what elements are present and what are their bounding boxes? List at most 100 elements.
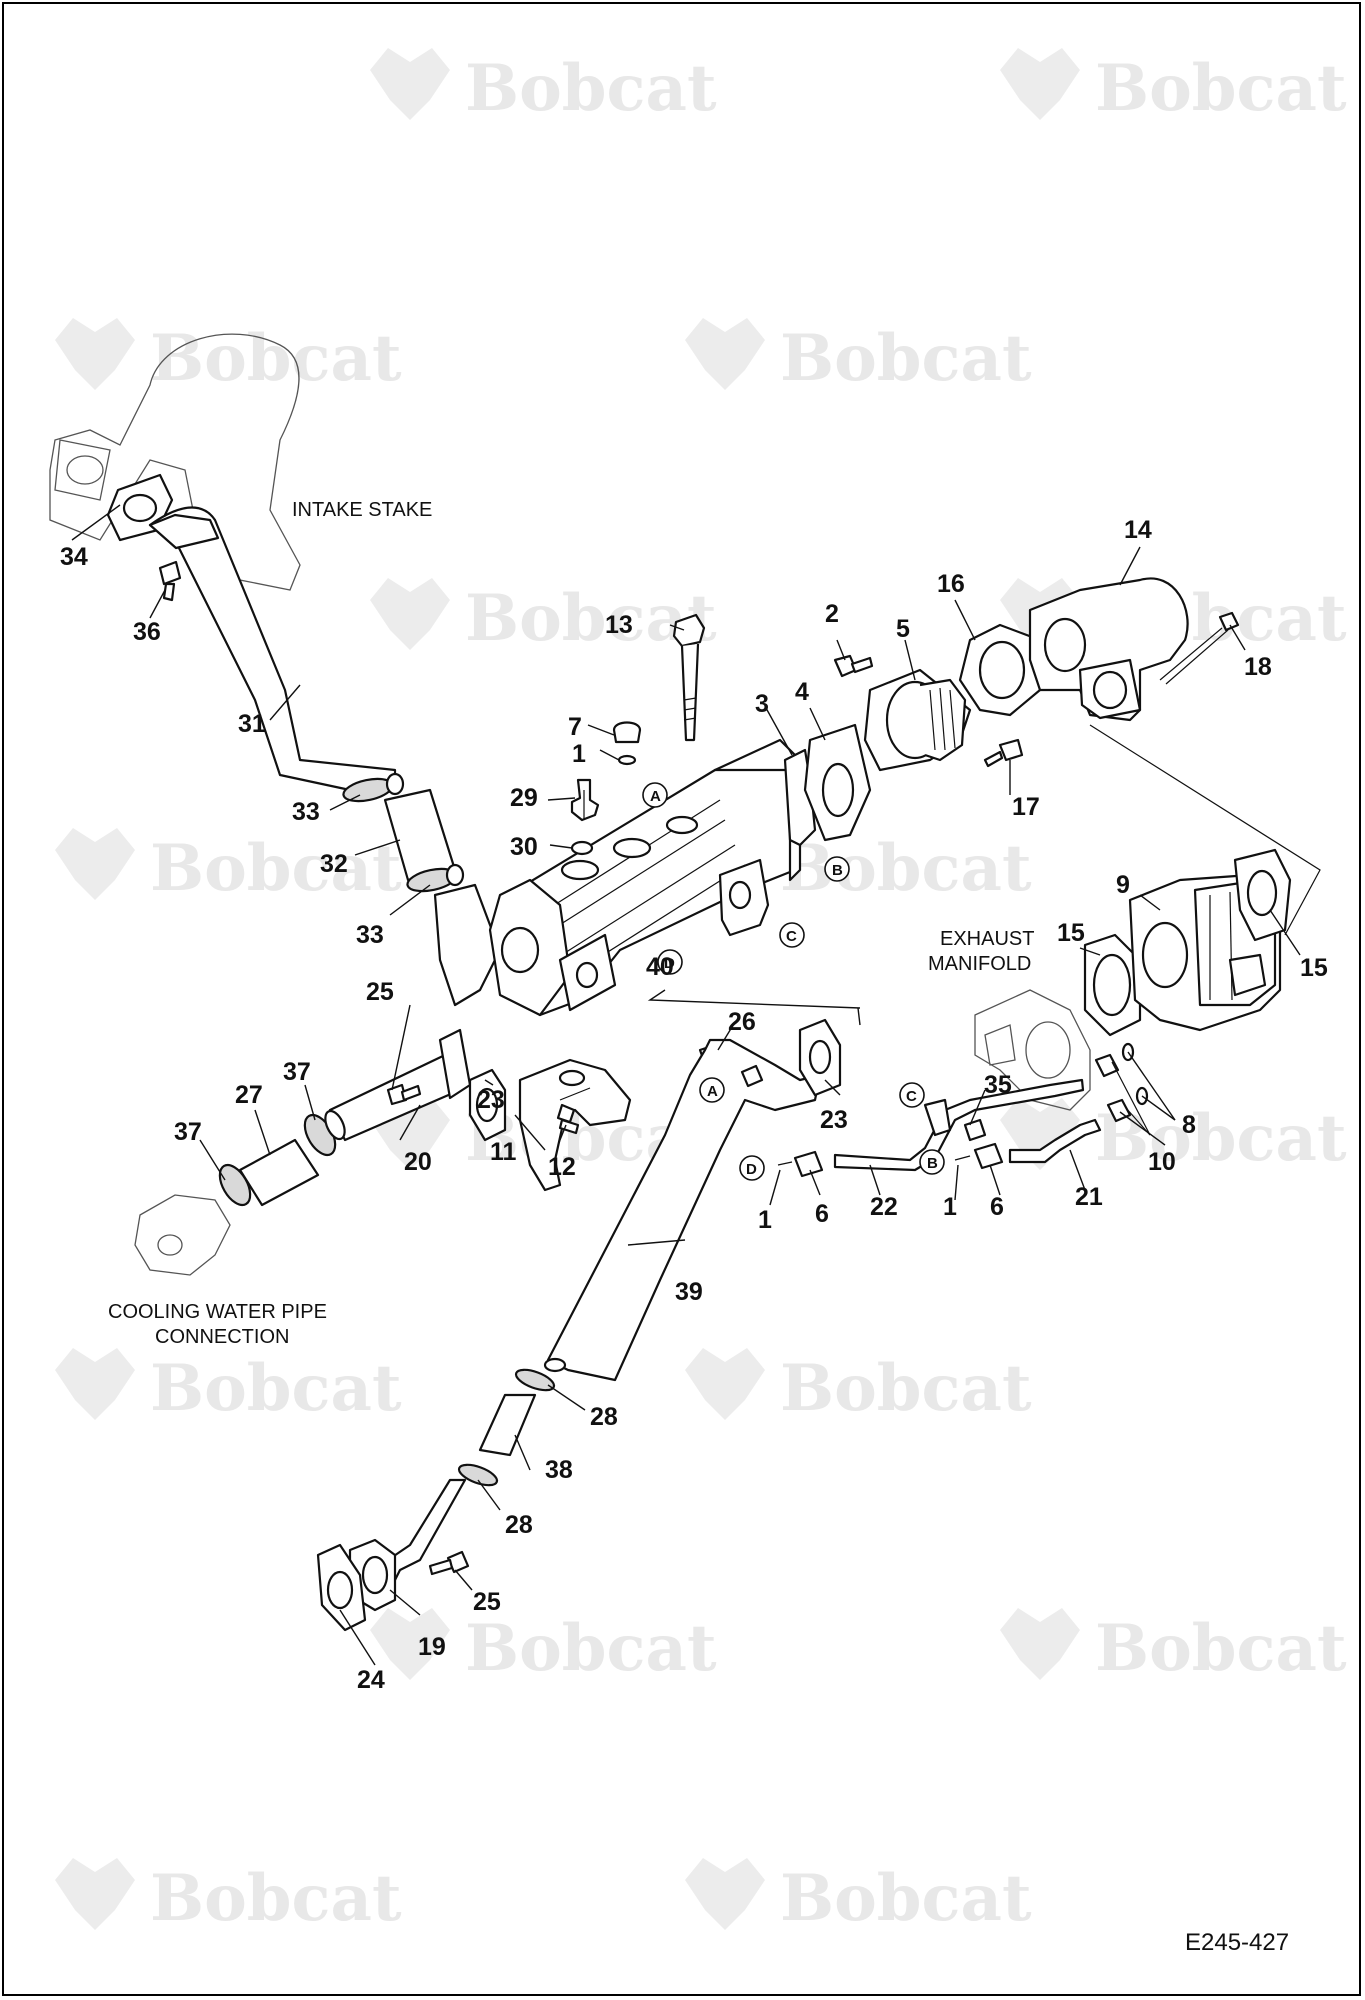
part-28-clamp-upper bbox=[514, 1368, 556, 1392]
callout-30: 30 bbox=[510, 833, 538, 861]
callout-29: 29 bbox=[510, 784, 538, 812]
leader-manifold-valve bbox=[1089, 724, 1321, 936]
callout-5: 5 bbox=[896, 615, 910, 643]
svg-text:Bobcat: Bobcat bbox=[780, 1351, 1032, 1426]
svg-text:Bobcat: Bobcat bbox=[780, 321, 1032, 396]
part-15-gasket-right bbox=[1233, 848, 1292, 942]
part-30-washer bbox=[570, 840, 594, 856]
svg-text:Bobcat: Bobcat bbox=[1095, 51, 1347, 126]
part-5-flex-bellows bbox=[863, 668, 972, 772]
callout-3: 3 bbox=[755, 690, 769, 718]
part-31-intake-pipe bbox=[148, 506, 397, 802]
svg-text:C: C bbox=[786, 928, 797, 945]
callout-28a: 28 bbox=[590, 1403, 618, 1431]
callout-31: 31 bbox=[238, 710, 266, 738]
svg-text:B: B bbox=[927, 1155, 938, 1172]
callout-14: 14 bbox=[1124, 516, 1152, 544]
part-16-gasket bbox=[958, 623, 1042, 717]
svg-text:D: D bbox=[664, 955, 675, 972]
watermark: Bobcat bbox=[1000, 48, 1347, 126]
note-cooling-line1: COOLING WATER PIPE bbox=[108, 1301, 327, 1323]
part-4-gasket bbox=[803, 723, 872, 842]
callout-21: 21 bbox=[1075, 1183, 1103, 1211]
watermark: Bobcat bbox=[685, 1348, 1032, 1426]
ref-circle-a-top: A bbox=[642, 782, 668, 808]
callout-40: 40 bbox=[646, 953, 674, 981]
ref-circle-b-top: B bbox=[824, 856, 850, 882]
callout-12: 12 bbox=[548, 1153, 576, 1181]
svg-text:Bobcat: Bobcat bbox=[780, 1861, 1032, 1936]
callout-35: 35 bbox=[984, 1071, 1012, 1099]
part-33-clamp-upper bbox=[342, 772, 405, 803]
callout-13: 13 bbox=[605, 611, 633, 639]
part-12-bolt bbox=[556, 1103, 580, 1135]
watermark: Bobcat bbox=[55, 318, 402, 396]
part-17-bolt bbox=[983, 738, 1024, 768]
svg-text:Bobcat: Bobcat bbox=[465, 581, 717, 656]
svg-text:Bobcat: Bobcat bbox=[1095, 1101, 1347, 1176]
ref-circle-d-top: D bbox=[657, 949, 683, 975]
drawing-code: E245-427 bbox=[1185, 1929, 1289, 1956]
callout-19: 19 bbox=[418, 1633, 446, 1661]
callout-33b: 33 bbox=[356, 921, 384, 949]
callout-16: 16 bbox=[937, 570, 965, 598]
ref-circle-a-pipe: A bbox=[699, 1077, 725, 1103]
watermark: Bobcat bbox=[55, 828, 402, 906]
svg-text:A: A bbox=[707, 1083, 718, 1100]
svg-text:A: A bbox=[650, 788, 661, 805]
svg-text:Bobcat: Bobcat bbox=[150, 1861, 402, 1936]
callout-7: 7 bbox=[568, 713, 582, 741]
note-exhaust-line1: EXHAUST bbox=[940, 928, 1034, 950]
part-35-fitting bbox=[963, 1118, 987, 1142]
cooling-water-connection-ghost bbox=[134, 1194, 231, 1276]
callout-32: 32 bbox=[320, 850, 348, 878]
callout-6b: 6 bbox=[990, 1193, 1004, 1221]
svg-text:C: C bbox=[906, 1088, 917, 1105]
callout-4: 4 bbox=[795, 678, 809, 706]
callout-27: 27 bbox=[235, 1081, 263, 1109]
callout-2: 2 bbox=[825, 600, 839, 628]
callout-18: 18 bbox=[1244, 653, 1272, 681]
watermark: Bobcat bbox=[370, 48, 717, 126]
watermark: Bobcat bbox=[55, 1858, 402, 1936]
watermark: Bobcat bbox=[685, 318, 1032, 396]
note-intake-stake: INTAKE STAKE bbox=[292, 499, 432, 521]
svg-text:B: B bbox=[832, 862, 843, 879]
callout-15b: 15 bbox=[1300, 954, 1328, 982]
callout-26: 26 bbox=[728, 1008, 756, 1036]
svg-text:Bobcat: Bobcat bbox=[465, 51, 717, 126]
callout-15a: 15 bbox=[1057, 919, 1085, 947]
callout-8: 8 bbox=[1182, 1111, 1196, 1139]
part-23-gasket-left bbox=[468, 1068, 507, 1142]
callout-22: 22 bbox=[870, 1193, 898, 1221]
egr-cooler-body bbox=[488, 738, 802, 1017]
callout-24: 24 bbox=[357, 1666, 385, 1694]
part-18-stud bbox=[1159, 611, 1240, 685]
svg-text:Bobcat: Bobcat bbox=[780, 831, 1032, 906]
part-33-clamp-lower bbox=[406, 863, 465, 893]
part-29-sensor bbox=[570, 778, 600, 822]
note-cooling-line2: CONNECTION bbox=[155, 1326, 289, 1348]
part-7-plug bbox=[612, 721, 642, 744]
part-19-lower-pipe bbox=[348, 1478, 467, 1612]
leader-lines bbox=[71, 504, 1301, 1666]
svg-text:D: D bbox=[746, 1161, 757, 1178]
callout-1a: 1 bbox=[572, 740, 586, 768]
ref-circle-c-top: C bbox=[779, 922, 805, 948]
watermark: Bobcat bbox=[370, 1608, 717, 1686]
part-28-clamp-lower bbox=[457, 1463, 499, 1487]
part-2-bolt bbox=[833, 654, 874, 678]
watermark: Bobcat bbox=[685, 1858, 1032, 1936]
callout-labels: 34 36 31 33 32 33 25 27 37 37 20 23 11 1… bbox=[60, 516, 1328, 1694]
callout-34: 34 bbox=[60, 543, 88, 571]
part-15-gasket-left bbox=[1083, 933, 1142, 1037]
callout-1b: 1 bbox=[758, 1206, 772, 1234]
callout-1c: 1 bbox=[943, 1193, 957, 1221]
ref-circle-c-pipe: C bbox=[899, 1082, 925, 1108]
part-14-exhaust-manifold-elbow bbox=[1028, 577, 1189, 722]
callout-38: 38 bbox=[545, 1456, 573, 1484]
part-21-pipe bbox=[1008, 1118, 1102, 1164]
callout-36: 36 bbox=[133, 618, 161, 646]
intake-stake-ghost bbox=[49, 333, 301, 591]
part-6-fitting-right bbox=[954, 1142, 1004, 1170]
